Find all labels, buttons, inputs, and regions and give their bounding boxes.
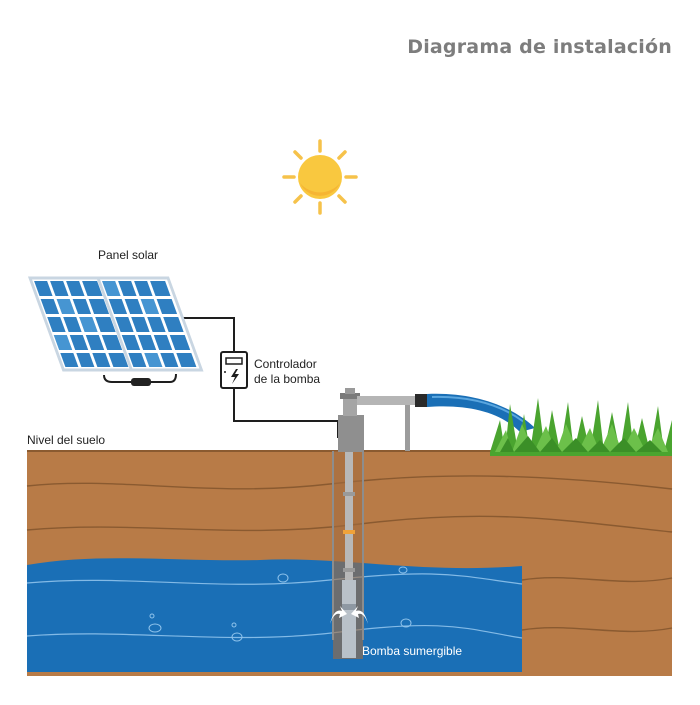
grass — [490, 398, 672, 456]
pump-column — [342, 450, 356, 658]
water-jet — [427, 393, 535, 432]
wellhead — [338, 388, 427, 452]
solar-panel-label: Panel solar — [98, 248, 159, 262]
cable-connector — [131, 378, 151, 386]
sun-icon — [282, 139, 358, 215]
discharge-pipe — [357, 396, 419, 405]
intake-arrows — [330, 606, 368, 624]
pump-label: Bomba sumergible — [362, 644, 463, 658]
ground-level-label: Nivel del suelo — [27, 433, 106, 447]
controller-label-line2: de la bomba — [254, 372, 321, 386]
page-title: Diagrama de instalación — [407, 36, 672, 58]
solar-panel — [27, 276, 204, 372]
aquifer-water — [26, 558, 523, 672]
pipe-nozzle — [415, 394, 427, 407]
controller-label-line1: Controlador — [254, 357, 317, 371]
pump-controller — [220, 351, 248, 389]
pipe-support — [405, 405, 410, 451]
lightning-icon — [231, 369, 239, 384]
controller-label: Controlador de la bomba — [254, 357, 320, 387]
